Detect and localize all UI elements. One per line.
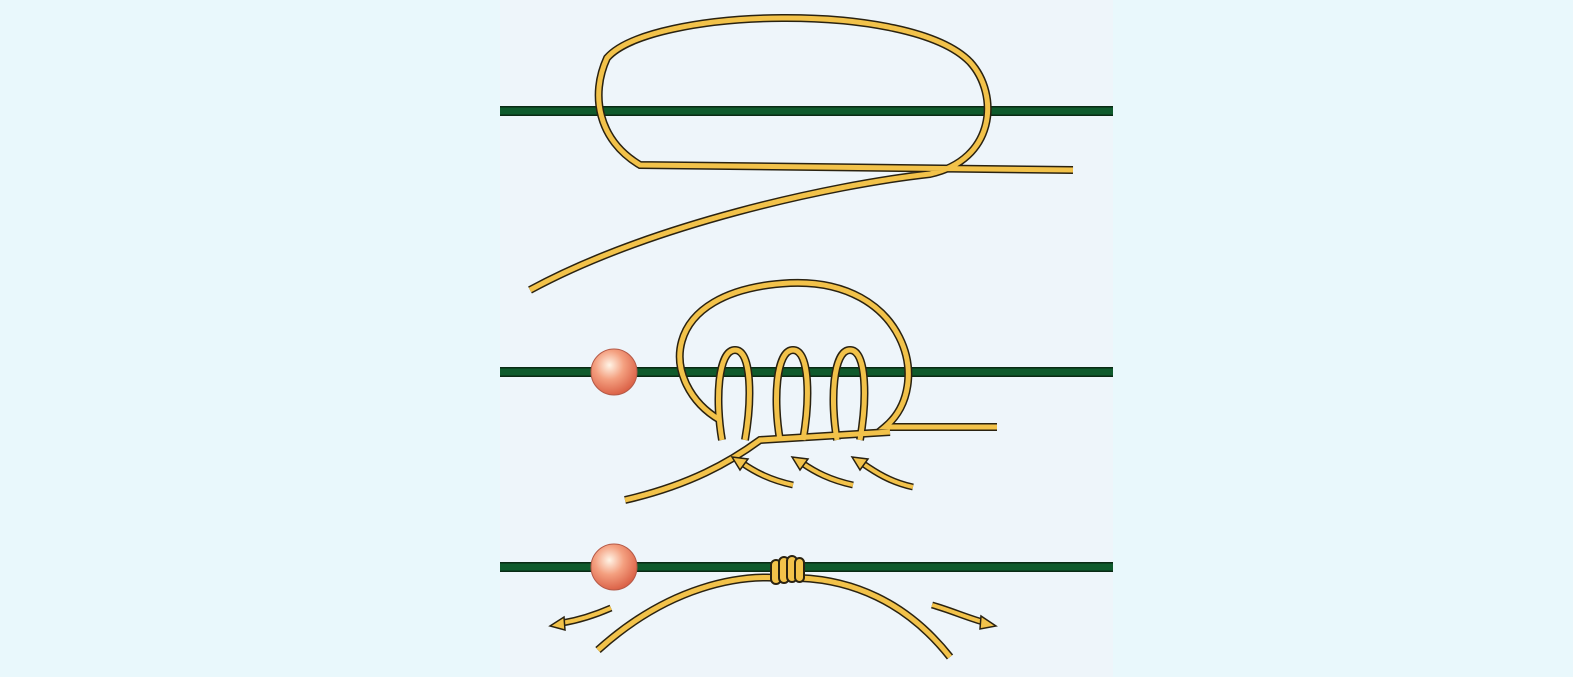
knot — [770, 555, 805, 585]
bead — [590, 543, 638, 591]
rope — [595, 573, 954, 660]
step-3 — [500, 543, 1113, 660]
arrowhead-icon — [730, 456, 750, 472]
bead — [590, 348, 638, 396]
arrowhead-icon — [548, 615, 566, 631]
rope — [624, 278, 997, 504]
rope — [528, 14, 1074, 294]
direction-arrows — [730, 456, 914, 491]
step-1 — [500, 14, 1113, 294]
arrowhead-icon — [850, 456, 870, 472]
direction-arrows — [548, 601, 998, 631]
arrowhead-icon — [790, 456, 810, 472]
step-2 — [500, 278, 1113, 504]
arrowhead-icon — [979, 614, 998, 630]
